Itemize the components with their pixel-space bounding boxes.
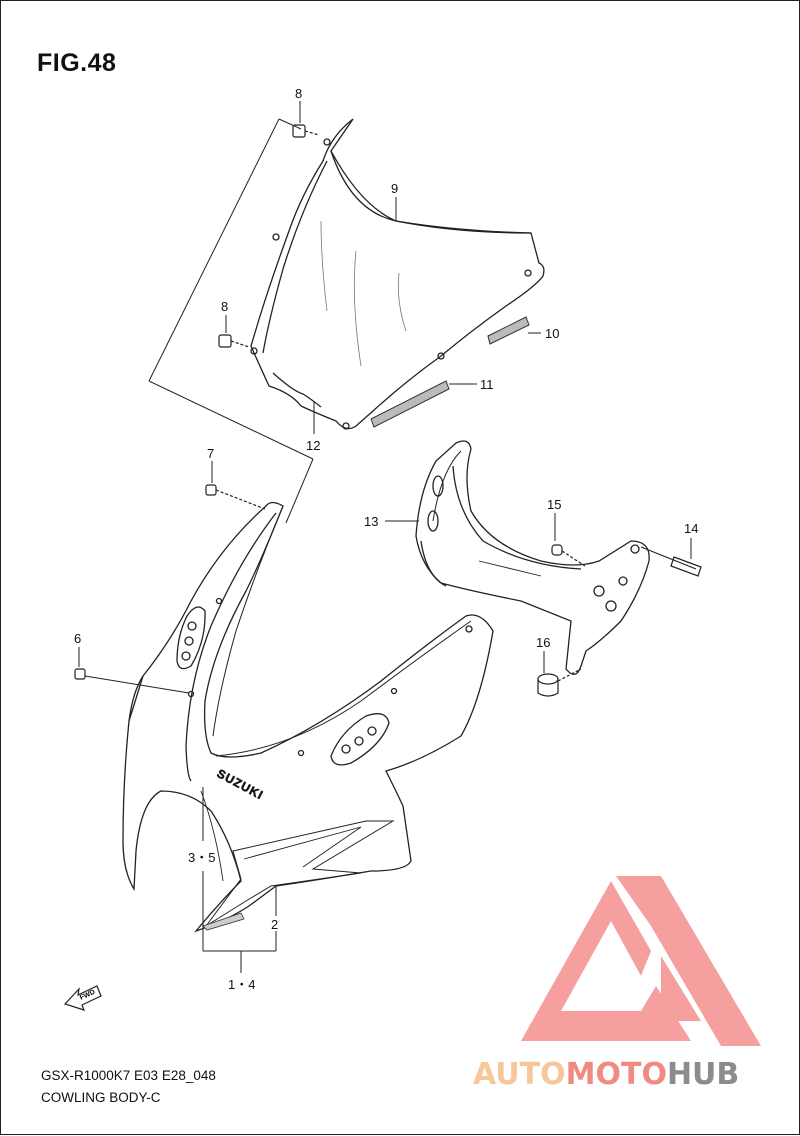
callout-16: 16 [536,635,550,650]
watermark-logo-icon [521,876,761,1046]
cowling-bracket [415,440,650,675]
callout-leaders [78,101,692,973]
watermark-text: AUTOMOTOHUB [473,1057,739,1092]
cushion-tape-11 [370,380,450,428]
cushion-tape-10 [487,316,530,345]
cowling-screw-7 [205,484,266,510]
callout-12: 12 [306,438,320,453]
cowling-body [122,501,494,933]
forward-arrow-icon: FWD [63,985,102,1011]
callout-9: 9 [391,181,398,196]
callout-11: 11 [480,377,494,392]
svg-text:AUTOMOTOHUB: AUTOMOTOHUB [473,1057,739,1092]
grommet-15 [551,544,586,567]
figure-title: FIG.48 [37,49,117,77]
windscreen [250,118,545,430]
callout-14: 14 [684,521,698,536]
callout-13: 13 [364,514,378,529]
callout-2: 2 [271,917,278,932]
bracket-bolt-14 [640,546,702,577]
watermark-hub: HUB [667,1057,739,1092]
callout-7: 7 [207,446,214,461]
cowling-screw-6 [74,668,190,694]
screen-bolt-lower [218,334,250,348]
suzuki-logo-decal: SUZUKI [215,766,266,802]
watermark-auto: AUTO [473,1057,566,1092]
screen-bolt-upper [292,124,320,138]
callout-15: 15 [547,497,561,512]
rubber-damper-16 [537,668,582,697]
watermark-moto: MOTO [566,1057,667,1092]
callout-3-5: 3・5 [188,850,215,865]
model-code: GSX-R1000K7 E03 E28_048 [41,1068,216,1083]
callout-6: 6 [74,631,81,646]
callout-10: 10 [545,326,559,341]
callout-8-lower: 8 [221,299,228,314]
screen-assembly-frame [148,118,314,524]
callout-1-4: 1・4 [228,977,255,992]
section-name: COWLING BODY-C [41,1090,161,1105]
callout-8-upper: 8 [295,86,302,101]
